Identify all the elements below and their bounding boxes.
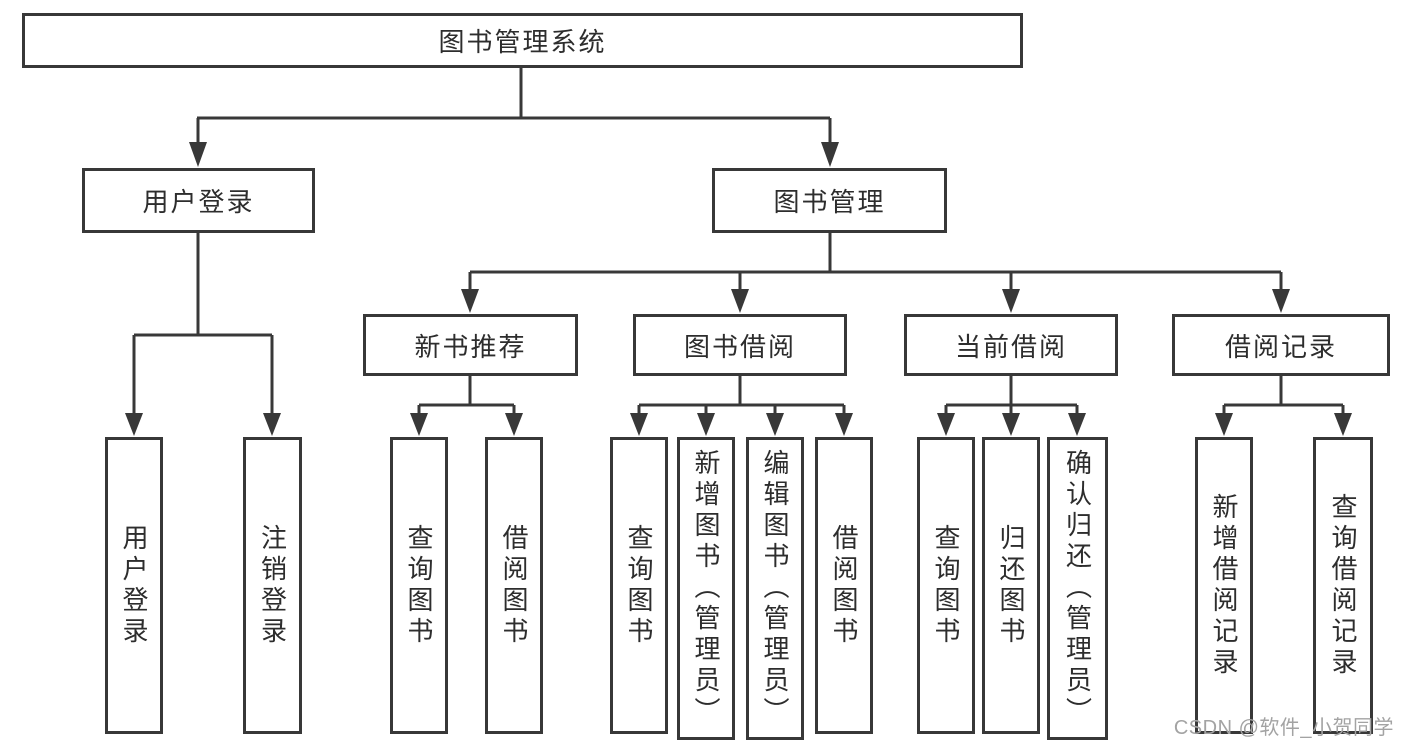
- leaf-return-books-label: 归还图书: [996, 523, 1026, 648]
- leaf-add-borrow-record: 新增借阅记录: [1195, 437, 1253, 734]
- node-book-management: 图书管理: [712, 168, 947, 233]
- watermark: CSDN @软件_小贺同学: [1173, 717, 1394, 739]
- leaf-query-borrow-record-label: 查询借阅记录: [1328, 492, 1358, 679]
- node-root-label: 图书管理系统: [438, 27, 607, 57]
- node-borrow-records-label: 借阅记录: [1224, 331, 1337, 362]
- leaf-query-borrow-record: 查询借阅记录: [1313, 437, 1373, 734]
- leaf-user-login-label: 用户登录: [119, 523, 149, 648]
- leaf-current-query-books: 查询图书: [917, 437, 975, 734]
- leaf-recommend-query-books: 查询图书: [390, 437, 448, 734]
- node-book-borrow-label: 图书借阅: [683, 331, 796, 362]
- leaf-recommend-borrow-books-label: 借阅图书: [499, 523, 529, 648]
- leaf-edit-books-admin: 编辑图书（管理员）: [746, 437, 804, 740]
- leaf-borrow-books: 借阅图书: [815, 437, 873, 734]
- leaf-confirm-return-admin-label: 确认归还（管理员）: [1062, 449, 1093, 728]
- node-book-management-label: 图书管理: [773, 187, 886, 217]
- leaf-logout-label: 注销登录: [257, 523, 288, 648]
- leaf-add-books-admin: 新增图书（管理员）: [677, 437, 735, 740]
- leaf-return-books: 归还图书: [982, 437, 1040, 734]
- node-user-login-label: 用户登录: [142, 187, 255, 217]
- leaf-recommend-query-books-label: 查询图书: [404, 523, 434, 648]
- node-user-login: 用户登录: [82, 168, 315, 233]
- node-borrow-records: 借阅记录: [1172, 314, 1390, 376]
- node-current-borrow-label: 当前借阅: [954, 331, 1067, 362]
- leaf-borrow-query-books: 查询图书: [610, 437, 668, 734]
- leaf-recommend-borrow-books: 借阅图书: [485, 437, 543, 734]
- leaf-borrow-books-label: 借阅图书: [829, 523, 859, 648]
- leaf-confirm-return-admin: 确认归还（管理员）: [1047, 437, 1108, 740]
- node-new-book-recommend-label: 新书推荐: [414, 331, 527, 362]
- leaf-borrow-query-books-label: 查询图书: [624, 523, 654, 648]
- leaf-user-login: 用户登录: [105, 437, 163, 734]
- leaf-current-query-books-label: 查询图书: [931, 523, 961, 648]
- leaf-edit-books-admin-label: 编辑图书（管理员）: [760, 449, 790, 728]
- leaf-logout: 注销登录: [243, 437, 302, 734]
- leaf-add-books-admin-label: 新增图书（管理员）: [691, 449, 721, 728]
- node-root-system: 图书管理系统: [22, 13, 1023, 68]
- node-book-borrow: 图书借阅: [633, 314, 847, 376]
- leaf-add-borrow-record-label: 新增借阅记录: [1209, 492, 1239, 679]
- node-current-borrow: 当前借阅: [904, 314, 1118, 376]
- node-new-book-recommend: 新书推荐: [363, 314, 578, 376]
